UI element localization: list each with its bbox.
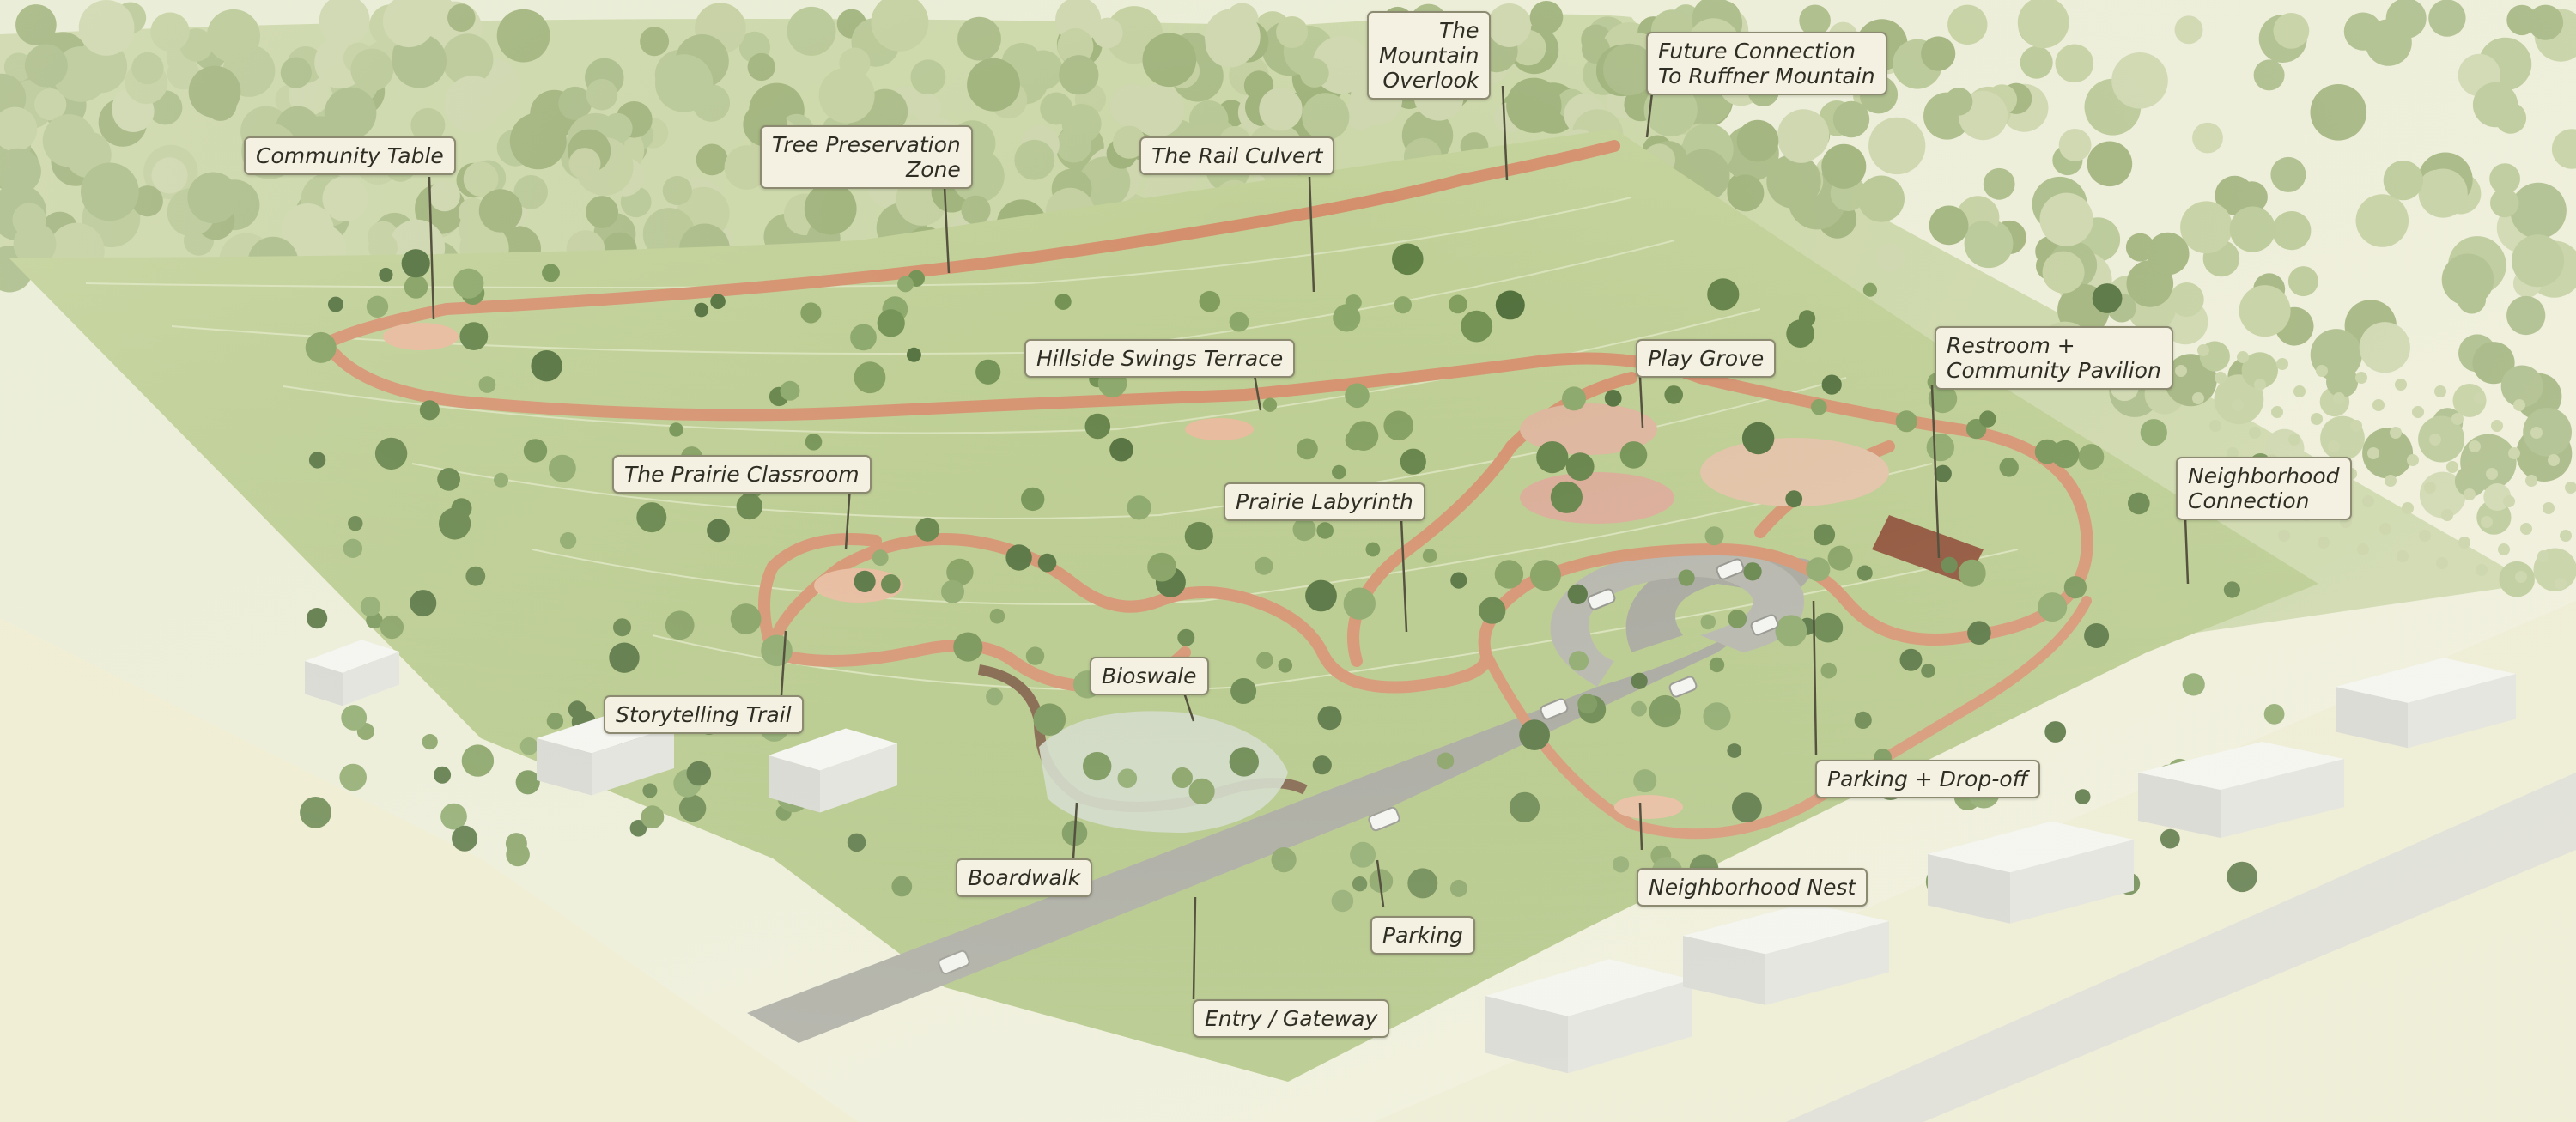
callout-mountain-overlook: The Mountain Overlook [1367,11,1492,100]
callout-neighborhood-nest: Neighborhood Nest [1637,868,1868,907]
callout-parking: Parking [1370,916,1475,955]
label-play-grove: Play Grove [1648,346,1765,371]
label-restroom-pavilion-line2: Community Pavilion [1947,358,2161,383]
label-parking: Parking [1382,923,1463,948]
label-restroom-pavilion-line1: Restroom + [1947,333,2075,358]
label-entry-gateway: Entry / Gateway [1205,1006,1378,1031]
callout-restroom-pavilion: Restroom + Community Pavilion [1935,326,2173,390]
callout-prairie-classroom: The Prairie Classroom [612,455,872,494]
label-mountain-overlook-line3: Overlook [1382,68,1479,93]
label-future-connection-line2: To Ruffner Mountain [1658,64,1875,88]
label-prairie-labyrinth: Prairie Labyrinth [1236,489,1413,514]
label-neighborhood-connection-line2: Connection [2188,488,2310,513]
label-mountain-overlook-line2: Mountain [1379,43,1479,68]
callout-rail-culvert: The Rail Culvert [1139,136,1335,175]
label-hillside-swings-terrace: Hillside Swings Terrace [1036,346,1284,371]
label-neighborhood-nest: Neighborhood Nest [1649,875,1856,900]
callout-community-table: Community Table [244,136,456,175]
label-tree-preservation-line1: Tree Preservation [772,132,961,157]
label-community-table: Community Table [256,143,444,168]
label-future-connection-line1: Future Connection [1658,39,1856,64]
leader-lines [428,85,2190,1000]
label-mountain-overlook-line1: The [1438,18,1479,43]
callout-entry-gateway: Entry / Gateway [1193,999,1390,1038]
label-neighborhood-connection-line1: Neighborhood [2188,464,2340,488]
label-storytelling-trail: Storytelling Trail [616,702,792,727]
callout-bioswale: Bioswale [1090,657,1209,695]
label-parking-dropoff: Parking + Drop-off [1827,767,2028,791]
callout-play-grove: Play Grove [1636,339,1777,378]
callout-storytelling-trail: Storytelling Trail [604,695,804,734]
callout-neighborhood-connection: Neighborhood Connection [2176,457,2352,520]
label-prairie-classroom: The Prairie Classroom [624,462,860,487]
label-tree-preservation-line2: Zone [906,157,961,182]
callout-boardwalk: Boardwalk [956,858,1093,897]
callout-hillside-swings-terrace: Hillside Swings Terrace [1024,339,1296,378]
label-boardwalk: Boardwalk [968,865,1081,890]
label-bioswale: Bioswale [1102,664,1197,688]
callout-future-connection: Future Connection To Ruffner Mountain [1646,32,1887,95]
callout-prairie-labyrinth: Prairie Labyrinth [1224,482,1425,521]
callout-tree-preservation-zone: Tree Preservation Zone [760,125,973,189]
label-rail-culvert: The Rail Culvert [1151,143,1323,168]
callout-parking-dropoff: Parking + Drop-off [1815,760,2040,798]
